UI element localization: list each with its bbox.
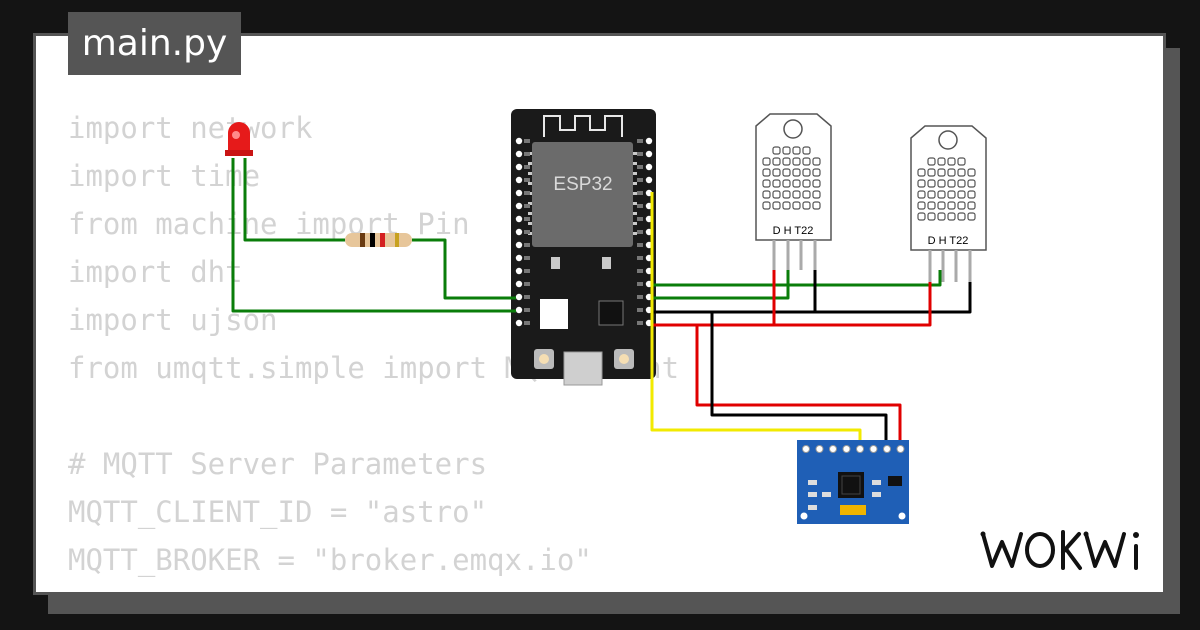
esp32-pin bbox=[515, 306, 523, 314]
esp32-pin bbox=[515, 163, 523, 171]
resistor[interactable] bbox=[345, 233, 412, 247]
esp32-pin bbox=[645, 137, 653, 145]
code-line: from machine import Pin bbox=[68, 207, 470, 241]
esp32-pin bbox=[515, 137, 523, 145]
esp32-pin bbox=[515, 228, 523, 236]
code-background: import network import time from machine im… bbox=[68, 104, 679, 592]
dht22-sensor-1[interactable]: D H T22 bbox=[755, 113, 832, 270]
code-line: import ujson bbox=[68, 303, 278, 337]
esp32-pin bbox=[515, 293, 523, 301]
esp32-board[interactable]: ESP32 bbox=[511, 109, 656, 386]
mpu-pin bbox=[869, 445, 878, 453]
code-line: MQTT_BROKER = "broker.emqx.io" bbox=[68, 543, 592, 577]
dht22-label-1: D H T22 bbox=[773, 225, 814, 237]
esp32-pin bbox=[645, 150, 653, 158]
mpu-pin bbox=[856, 445, 864, 453]
esp32-pin bbox=[515, 241, 523, 249]
code-line: import time bbox=[68, 159, 261, 193]
code-line: MQTT_USER = "" bbox=[68, 584, 679, 592]
esp32-pin bbox=[515, 176, 523, 184]
esp32-pin bbox=[515, 189, 523, 197]
mpu6050-board[interactable] bbox=[797, 440, 909, 524]
mpu-pin bbox=[829, 445, 837, 453]
led[interactable] bbox=[225, 122, 253, 156]
esp32-pin bbox=[515, 280, 523, 288]
file-tab[interactable]: main.py bbox=[68, 12, 241, 75]
mpu-pin bbox=[896, 445, 905, 453]
dht22-label-2: D H T22 bbox=[928, 235, 969, 247]
mpu-pin bbox=[815, 445, 824, 453]
mpu-pin bbox=[802, 445, 810, 453]
esp32-pin bbox=[515, 319, 523, 327]
code-line: import network bbox=[68, 111, 313, 145]
esp32-pin bbox=[515, 202, 523, 210]
esp32-pin bbox=[645, 176, 653, 184]
mpu-pin bbox=[842, 445, 851, 453]
esp32-pin bbox=[515, 215, 523, 223]
code-line: # MQTT Server Parameters bbox=[68, 447, 488, 481]
esp32-pin bbox=[515, 267, 523, 275]
wires bbox=[231, 158, 972, 445]
esp32-pin bbox=[515, 254, 523, 262]
mpu-pin bbox=[883, 445, 891, 453]
esp32-label: ESP32 bbox=[553, 174, 612, 195]
dht22-sensor-2[interactable]: D H T22 bbox=[910, 125, 987, 282]
wokwi-logo bbox=[980, 530, 1139, 570]
esp32-pin bbox=[645, 163, 653, 171]
esp32-pin bbox=[515, 150, 523, 158]
code-line: MQTT_CLIENT_ID = "astro" bbox=[68, 495, 488, 529]
